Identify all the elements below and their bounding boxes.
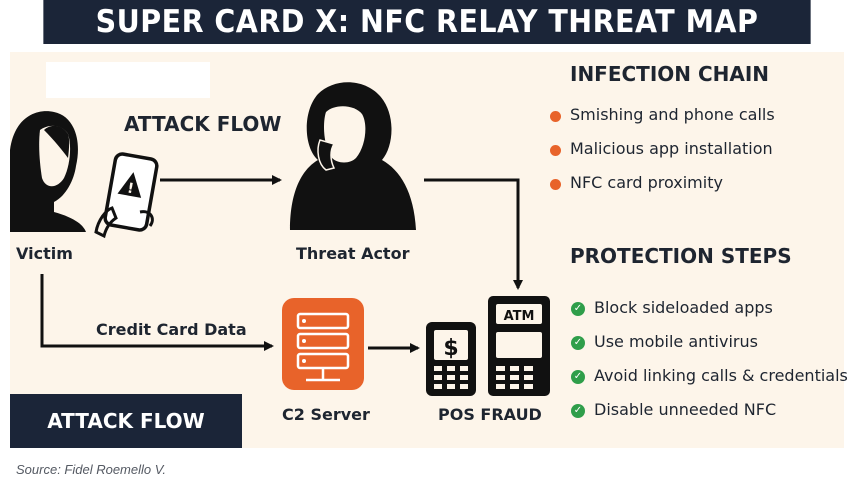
arrow-victim-to-server <box>40 274 274 351</box>
protection-steps-heading: PROTECTION STEPS <box>570 244 792 268</box>
bullet-dot-icon <box>550 179 561 190</box>
protection-item: Use mobile antivirus <box>594 332 758 351</box>
attack-flow-heading: ATTACK FLOW <box>124 112 282 136</box>
infection-item: Smishing and phone calls <box>570 105 775 124</box>
atm-label: ATM <box>504 309 535 324</box>
protection-item: Avoid linking calls & credentials <box>594 366 848 385</box>
infection-item: NFC card proximity <box>570 173 723 192</box>
bullet-dot-icon <box>550 111 561 122</box>
victim-label: Victim <box>16 244 73 263</box>
page-title: SUPER CARD X: NFC RELAY THREAT MAP <box>43 0 811 44</box>
protection-item: Block sideloaded apps <box>594 298 773 317</box>
c2-server-label: C2 Server <box>282 405 370 424</box>
infection-item: Malicious app installation <box>570 139 773 158</box>
victim-icon <box>10 111 86 232</box>
bullet-dot-icon <box>550 145 561 156</box>
infection-chain-heading: INFECTION CHAIN <box>570 62 770 86</box>
check-icon: ✓ <box>571 336 585 350</box>
server-icon <box>282 298 364 390</box>
threat-actor-label: Threat Actor <box>296 244 410 263</box>
arrow-actor-to-atm <box>424 178 523 290</box>
check-icon: ✓ <box>571 302 585 316</box>
threat-actor-icon <box>290 82 416 230</box>
attack-flow-banner: ATTACK FLOW <box>10 394 242 448</box>
protection-item: Disable unneeded NFC <box>594 400 777 419</box>
credit-card-data-label: Credit Card Data <box>96 320 247 339</box>
blank-label-box <box>46 62 210 98</box>
atm-icon: ATM <box>488 296 550 396</box>
check-icon: ✓ <box>571 370 585 384</box>
check-icon: ✓ <box>571 404 585 418</box>
source-caption: Source: Fidel Roemello V. <box>16 462 167 477</box>
pos-terminal-icon: $ <box>426 322 476 396</box>
pos-fraud-label: POS FRAUD <box>438 405 542 424</box>
phone-icon: ! <box>94 152 159 239</box>
warning-icon: ! <box>126 180 135 197</box>
dollar-icon: $ <box>443 336 458 361</box>
